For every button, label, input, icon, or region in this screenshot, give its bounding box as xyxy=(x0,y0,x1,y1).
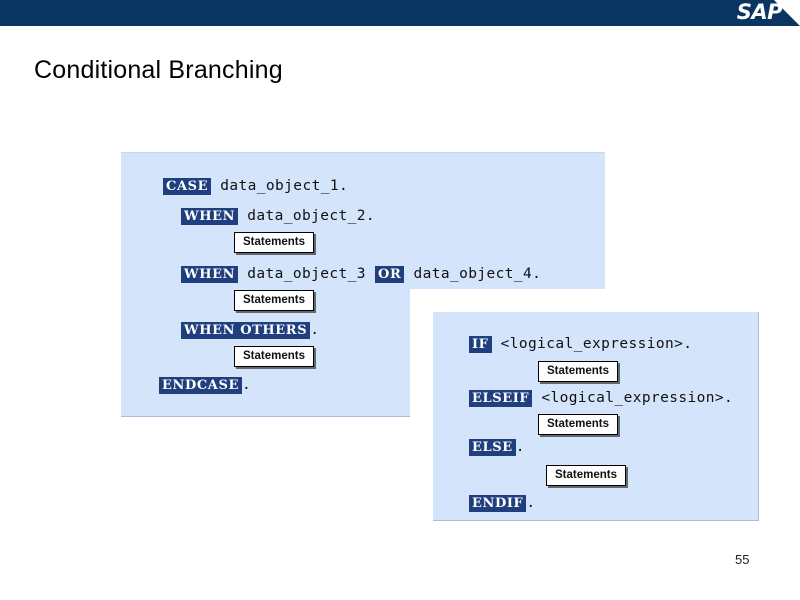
case-line-case: CASE data_object_1. xyxy=(163,178,349,195)
keyword-endcase: ENDCASE xyxy=(159,377,242,394)
keyword-endif: ENDIF xyxy=(469,495,527,512)
case-line-when-2: WHEN data_object_3 OR data_object_4. xyxy=(181,266,542,283)
statements-chip-case-1: Statements xyxy=(234,232,314,253)
case-line-when-2-text: data_object_3 xyxy=(238,266,376,282)
case-line-endcase-text: . xyxy=(242,377,252,393)
header-corner-notch xyxy=(774,0,800,26)
keyword-when-2: WHEN xyxy=(181,266,239,283)
case-line-when-others-text: . xyxy=(310,322,320,338)
if-line-elseif: ELSEIF <logical_expression>. xyxy=(469,390,734,407)
if-line-endif-text: . xyxy=(526,495,536,511)
statements-chip-if-2: Statements xyxy=(538,414,618,435)
if-line-endif: ENDIF. xyxy=(469,495,536,512)
case-line-when-1-text: data_object_2. xyxy=(238,208,376,224)
statements-chip-case-3: Statements xyxy=(234,346,314,367)
statements-chip-if-3: Statements xyxy=(546,465,626,486)
keyword-case: CASE xyxy=(163,178,212,195)
if-line-elseif-text: <logical_expression>. xyxy=(532,390,734,406)
keyword-or: OR xyxy=(375,266,405,283)
case-line-endcase: ENDCASE. xyxy=(159,377,252,394)
case-line-when-2-text2: data_object_4. xyxy=(404,266,542,282)
if-line-if-text: <logical_expression>. xyxy=(491,336,693,352)
if-line-if: IF <logical_expression>. xyxy=(469,336,693,353)
if-code-block: IF <logical_expression>. Statements ELSE… xyxy=(433,312,763,522)
if-line-else: ELSE. xyxy=(469,439,525,456)
case-line-when-others: WHEN OTHERS. xyxy=(181,322,320,339)
case-line-case-text: data_object_1. xyxy=(211,178,349,194)
keyword-elseif: ELSEIF xyxy=(469,390,533,407)
statements-chip-if-1: Statements xyxy=(538,361,618,382)
keyword-when-others: WHEN OTHERS xyxy=(181,322,311,339)
page-title: Conditional Branching xyxy=(34,56,283,84)
case-code-block: CASE data_object_1. WHEN data_object_2. … xyxy=(121,152,611,422)
keyword-if: IF xyxy=(469,336,492,353)
case-line-when-1: WHEN data_object_2. xyxy=(181,208,376,225)
keyword-when-1: WHEN xyxy=(181,208,239,225)
header-band: SAP xyxy=(0,0,800,26)
statements-chip-case-2: Statements xyxy=(234,290,314,311)
page-number: 55 xyxy=(735,552,750,567)
if-line-else-text: . xyxy=(515,439,525,455)
keyword-else: ELSE xyxy=(469,439,516,456)
